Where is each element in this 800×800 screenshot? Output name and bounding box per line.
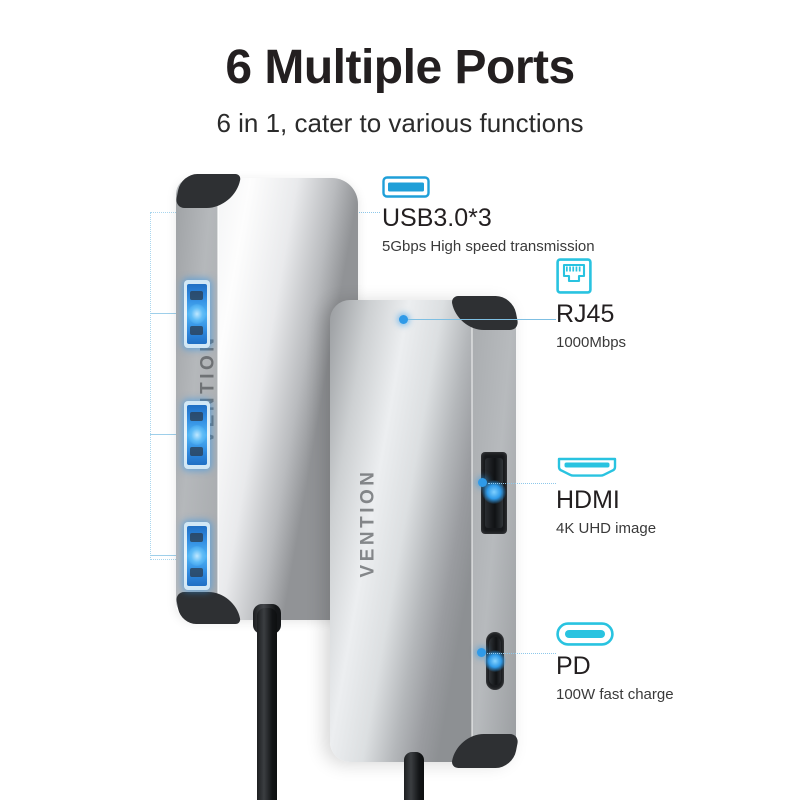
hdmi-port <box>481 452 507 534</box>
usb-c-pd-port-glow <box>484 650 506 672</box>
usb3-port-2-pin-top <box>190 412 203 421</box>
rj45-leader-line <box>408 319 556 320</box>
usb-hub-device-front: VENTION <box>330 296 520 768</box>
usb-hub-device-back: VENTION <box>174 174 358 624</box>
callout-hdmi: HDMI 4K UHD image <box>556 456 656 537</box>
device-front-cable <box>404 752 424 800</box>
page-title: 6 Multiple Ports <box>225 41 575 94</box>
rj45-leader-dot <box>399 315 408 324</box>
usb3-port-3 <box>184 522 210 590</box>
callout-usb3-title: USB3.0*3 <box>382 204 492 232</box>
usb3-port-1 <box>184 280 210 348</box>
callout-rj45-title: RJ45 <box>556 300 615 328</box>
usb3-port-2 <box>184 401 210 469</box>
usb3-port-1-glow <box>188 304 206 324</box>
usb3-port-2-pin-bottom <box>190 447 203 456</box>
usb3-port-3-pin-top <box>190 533 203 542</box>
callout-rj45-sub: 1000Mbps <box>556 333 627 351</box>
hdmi-port-icon <box>557 457 617 477</box>
hdmi-leader-line <box>488 483 556 484</box>
callout-hdmi-title: HDMI <box>556 486 620 514</box>
page-subtitle: 6 in 1, cater to various functions <box>216 108 584 138</box>
usb3-port-3-pin-bottom <box>190 568 203 577</box>
rj45-ethernet-port-icon <box>556 258 592 294</box>
usb3-port-1-pin-top <box>190 291 203 300</box>
usb-c-port-icon <box>556 622 614 646</box>
usb-bracket-stub-1 <box>150 313 186 314</box>
usb-c-pd-port <box>484 632 506 690</box>
pd-leader-dot <box>477 648 486 657</box>
usb-bracket-stub-3 <box>150 555 186 556</box>
callout-pd: PD 100W fast charge <box>556 622 674 703</box>
usb3-port-3-glow <box>188 546 206 566</box>
device-back-edge-highlight <box>217 188 219 608</box>
brand-logo-front: VENTION <box>357 468 379 578</box>
device-back-cable <box>257 608 277 800</box>
callout-pd-sub: 100W fast charge <box>556 685 674 703</box>
callout-hdmi-sub: 4K UHD image <box>556 519 657 537</box>
callout-usb3: USB3.0*3 5Gbps High speed transmission <box>382 176 595 255</box>
usb-group-bracket <box>150 212 180 560</box>
usb-bracket-stub-2 <box>150 434 186 435</box>
callout-pd-title: PD <box>556 652 591 680</box>
callout-usb3-sub: 5Gbps High speed transmission <box>382 237 595 255</box>
hdmi-leader-dot <box>478 478 487 487</box>
usb3-port-1-pin-bottom <box>190 326 203 335</box>
device-front-edge-highlight <box>471 312 473 748</box>
callout-rj45: RJ45 1000Mbps <box>556 258 626 351</box>
pd-leader-line <box>487 653 556 654</box>
usb3-port-2-glow <box>188 425 206 445</box>
usb-a-port-icon <box>382 176 430 198</box>
